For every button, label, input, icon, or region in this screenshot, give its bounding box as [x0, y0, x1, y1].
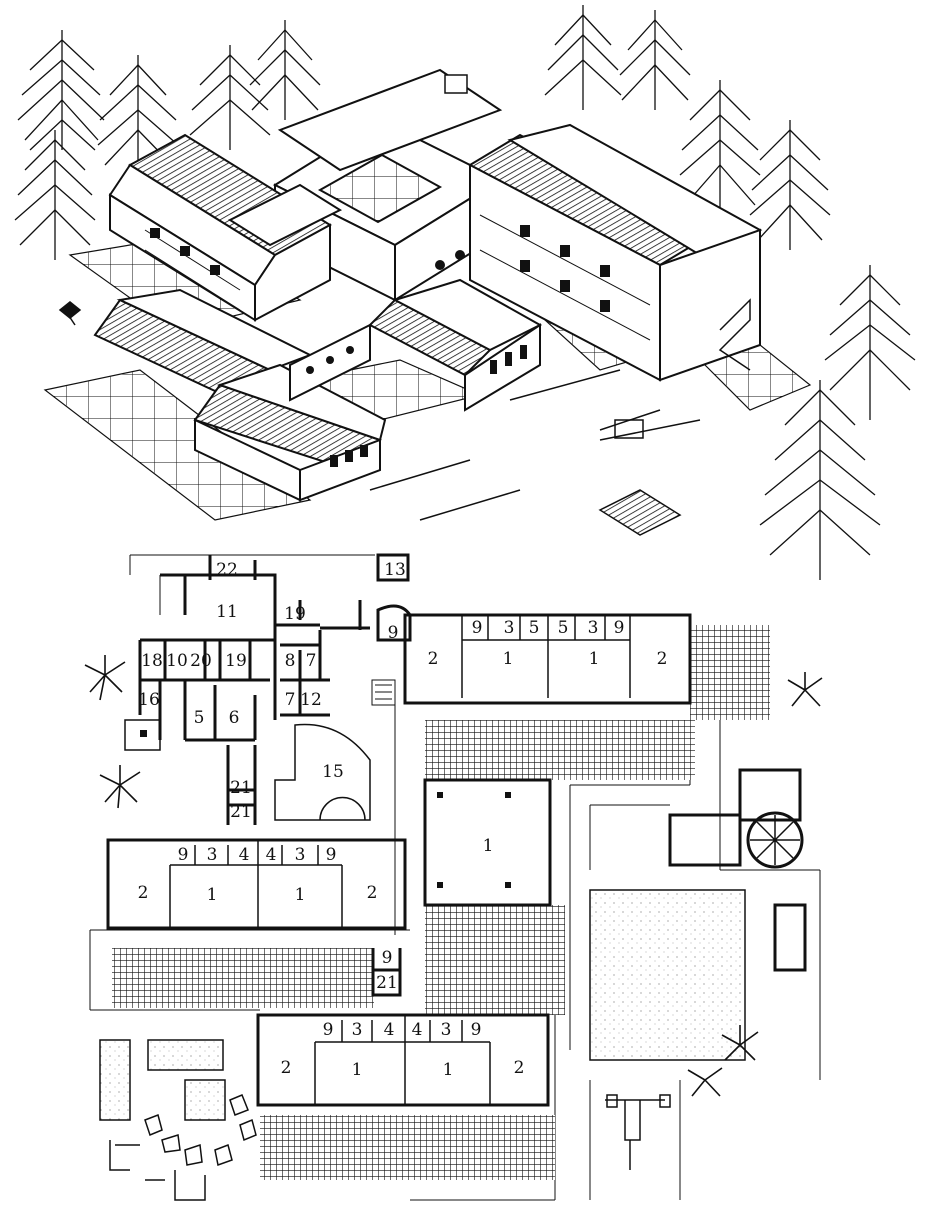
tree-icon	[17, 30, 105, 151]
room-label: 1	[352, 1060, 363, 1080]
ground-patch	[99, 1039, 131, 1121]
room-label: 7	[285, 690, 296, 710]
site-lines	[58, 301, 701, 536]
room-label: 9	[614, 618, 625, 638]
room-label: 7	[306, 651, 317, 671]
room-labels: 22 13 11 19 9 18 10 20 19 8 7 16 5 6 7 1…	[138, 560, 668, 1080]
floor-plan: 22 13 11 19 9 18 10 20 19 8 7 16 5 6 7 1…	[84, 553, 823, 1201]
tree-icon	[679, 80, 761, 220]
room-label: 2	[281, 1058, 292, 1078]
room-label: 10	[166, 651, 188, 671]
room-label: 9	[382, 948, 393, 968]
room-label: 5	[529, 618, 540, 638]
room-label: 9	[323, 1020, 334, 1040]
shrub-icon	[687, 1067, 723, 1097]
room-label: 9	[326, 845, 337, 865]
room-label: 9	[471, 1020, 482, 1040]
room-label: 18	[141, 651, 163, 671]
room-label: 16	[138, 690, 160, 710]
tree-icon	[189, 45, 271, 150]
room-label: 2	[514, 1058, 525, 1078]
northeast-classrooms	[403, 613, 692, 705]
west-classroom-block	[108, 133, 343, 322]
room-label: 21	[230, 802, 252, 822]
east-structures	[605, 768, 807, 1170]
tree-icon	[749, 120, 831, 250]
axonometric-view	[14, 5, 916, 580]
room-label: 4	[412, 1020, 423, 1040]
room-label: 3	[441, 1020, 452, 1040]
shrub-icon	[84, 655, 126, 701]
room-label: 1	[589, 649, 600, 669]
room-label: 1	[295, 885, 306, 905]
tree-icon	[824, 265, 916, 420]
room-label: 19	[284, 604, 306, 624]
tree-icon	[97, 55, 179, 166]
room-label: 1	[503, 649, 514, 669]
tree-icon	[249, 20, 321, 120]
south-classrooms	[256, 1013, 550, 1107]
room-label: 3	[352, 1020, 363, 1040]
room-label: 11	[216, 602, 238, 622]
room-label: 4	[266, 845, 277, 865]
middle-classrooms	[106, 838, 407, 997]
room-label: 9	[178, 845, 189, 865]
room-label: 1	[483, 836, 494, 856]
tree-icon	[619, 10, 691, 110]
room-label: 1	[207, 885, 218, 905]
ground-patch	[184, 1079, 226, 1121]
shrub-icon	[787, 672, 823, 707]
room-label: 4	[384, 1020, 395, 1040]
room-label: 13	[384, 560, 406, 580]
admin-wing	[124, 553, 412, 825]
room-label: 2	[138, 883, 149, 903]
room-label: 15	[322, 762, 344, 782]
southwest-block	[93, 288, 387, 502]
room-label: 3	[504, 618, 515, 638]
room-label: 9	[388, 623, 399, 643]
ground-patch	[147, 1039, 224, 1071]
paved-areas	[112, 625, 770, 1180]
shrub-icons	[84, 655, 823, 1097]
tree-icon	[544, 5, 622, 110]
room-label: 2	[657, 649, 668, 669]
room-label: 2	[367, 883, 378, 903]
room-label: 3	[295, 845, 306, 865]
assembly-hall	[423, 778, 552, 907]
tree-icon	[14, 130, 96, 260]
room-label: 19	[225, 651, 247, 671]
room-label: 21	[230, 778, 252, 798]
room-label: 1	[443, 1060, 454, 1080]
room-label: 22	[216, 560, 238, 580]
shrub-icon	[721, 1025, 759, 1061]
tree-icon	[759, 380, 881, 580]
room-label: 4	[239, 845, 250, 865]
room-label: 9	[472, 618, 483, 638]
east-classroom-block	[467, 123, 763, 382]
south-center-block	[289, 278, 543, 412]
room-label: 12	[300, 690, 322, 710]
stepping-stones	[109, 1094, 257, 1201]
room-label: 5	[558, 618, 569, 638]
tree-icons	[14, 5, 916, 580]
room-label: 5	[194, 708, 205, 728]
shrub-icon	[99, 765, 141, 809]
room-label: 6	[229, 708, 240, 728]
room-label: 21	[376, 973, 398, 993]
room-label: 3	[207, 845, 218, 865]
room-label: 2	[428, 649, 439, 669]
room-label: 8	[285, 651, 296, 671]
room-label: 3	[588, 618, 599, 638]
courtyard-ground	[589, 889, 746, 1061]
room-label: 20	[190, 651, 212, 671]
